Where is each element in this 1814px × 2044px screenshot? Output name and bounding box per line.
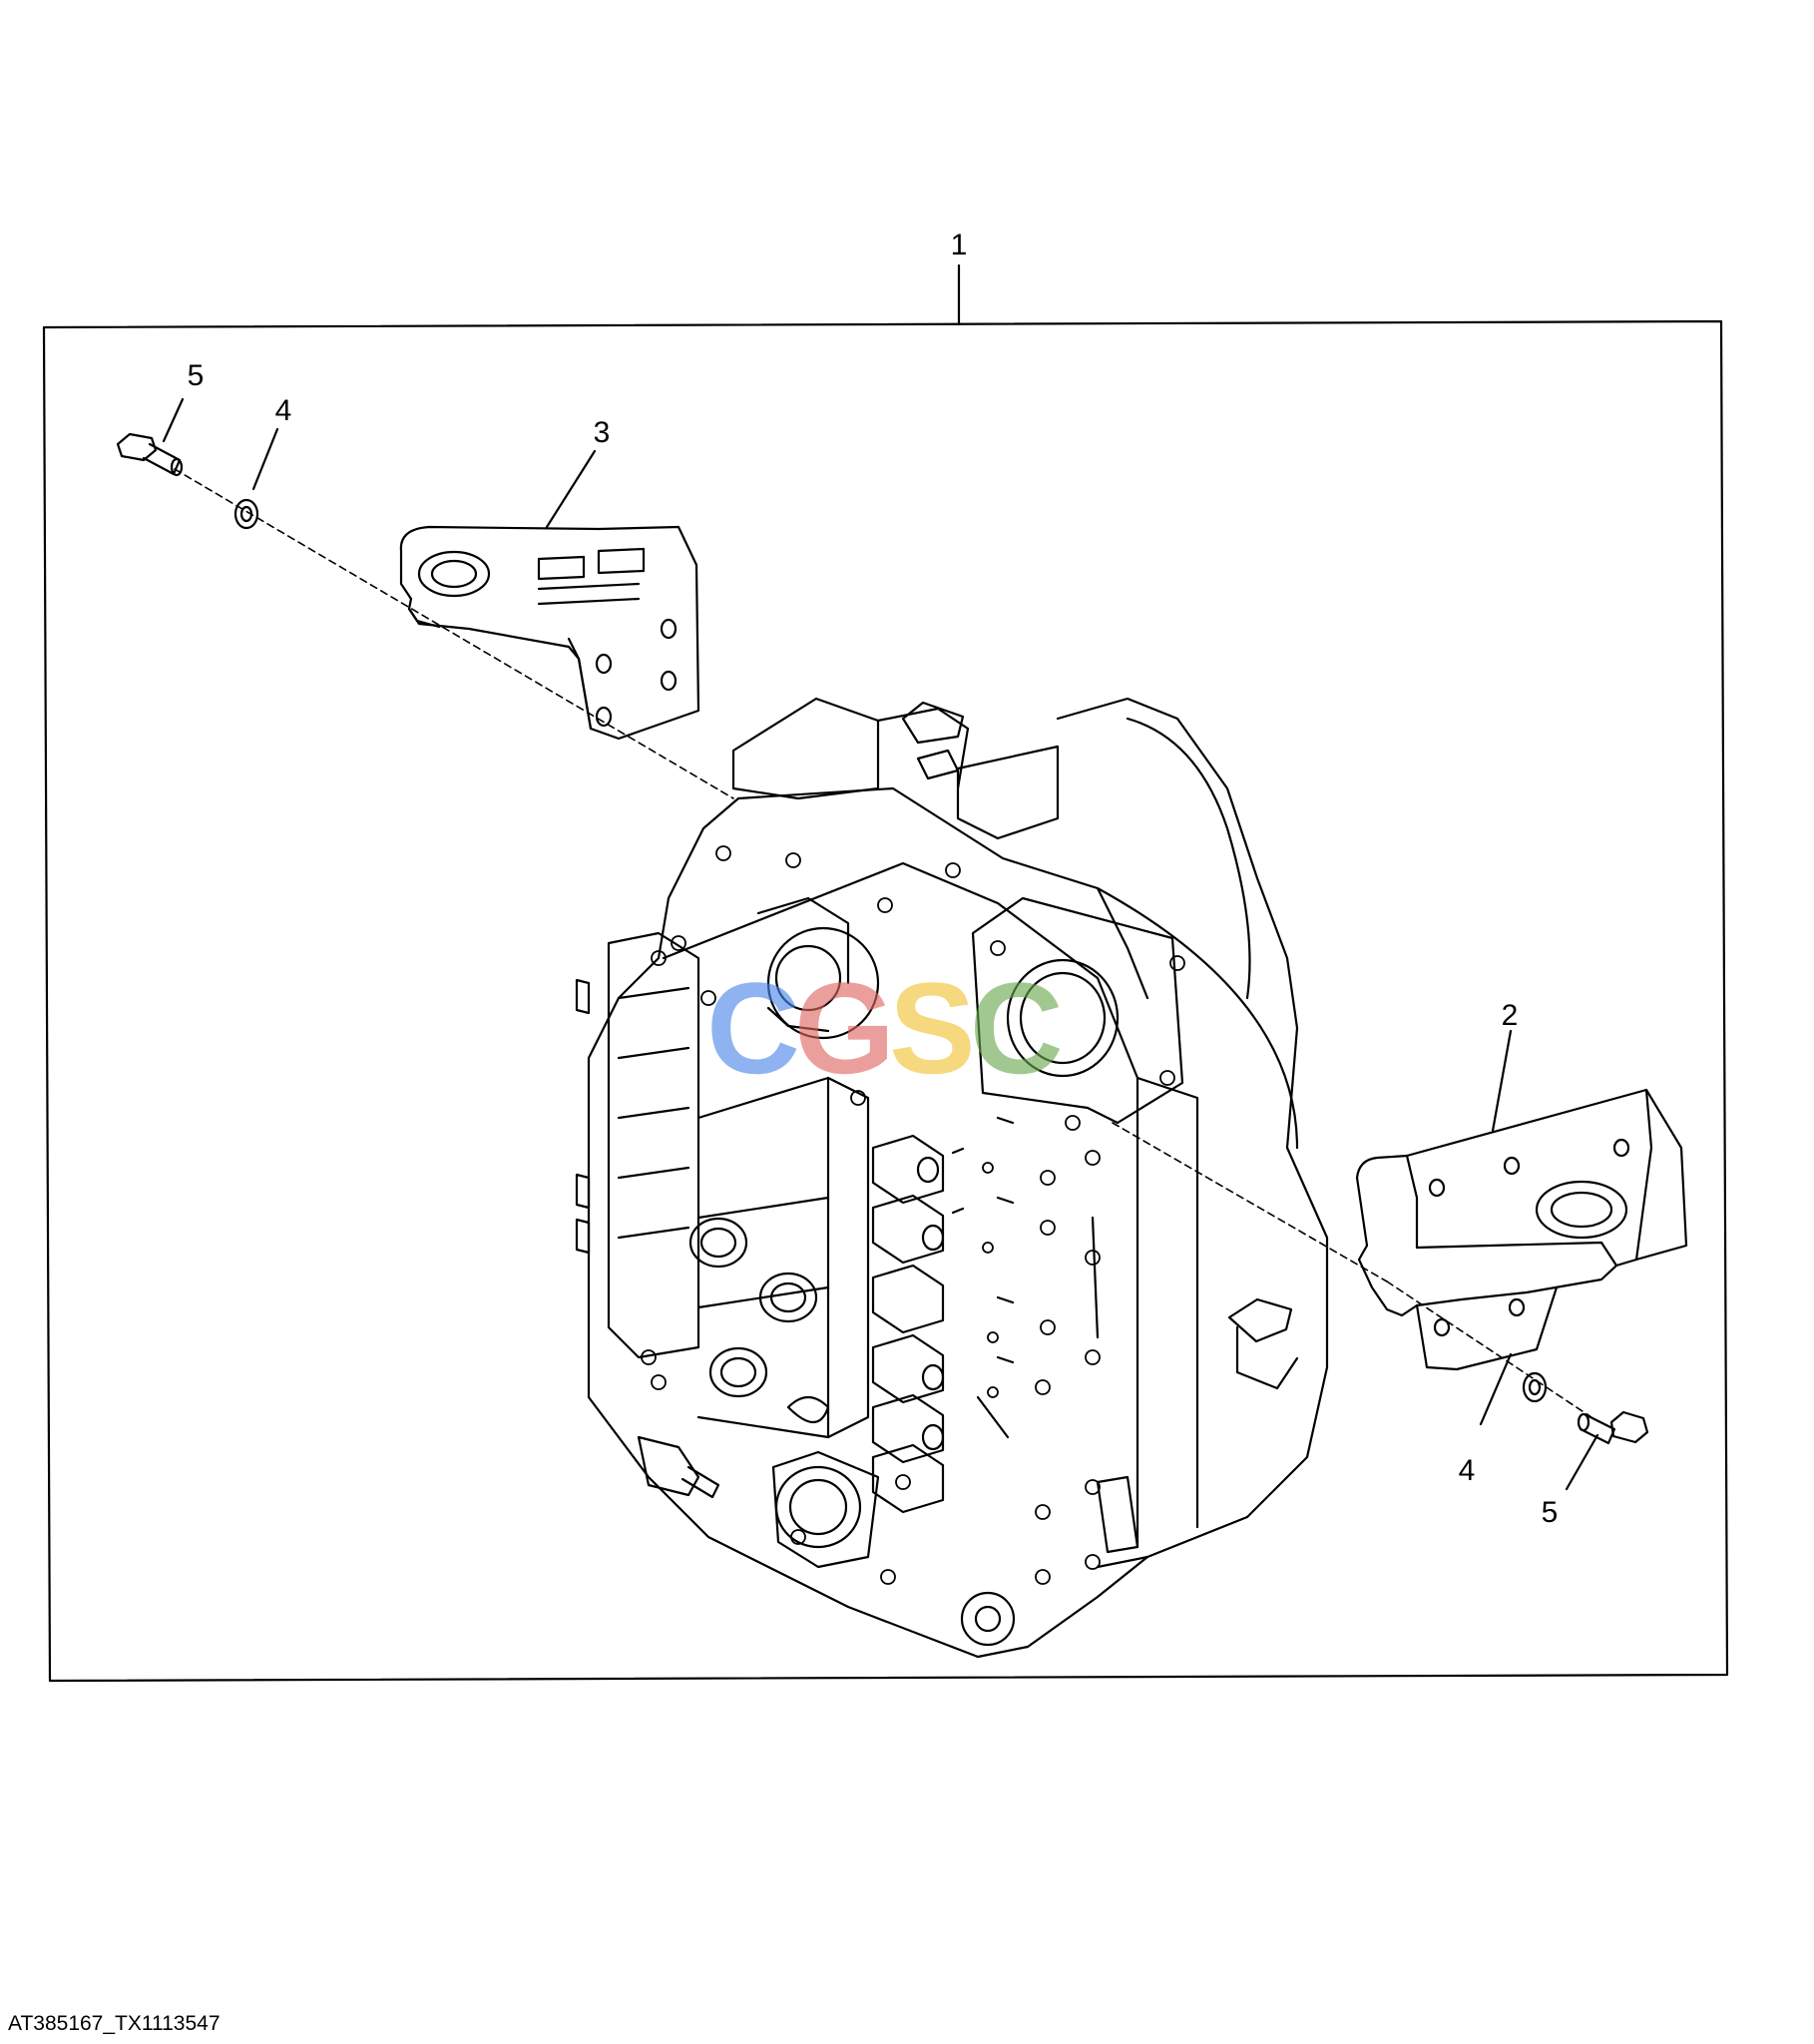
bracket-3	[399, 525, 700, 741]
bolt-5-bottom	[1577, 1410, 1649, 1445]
image-id-label: AT385167_TX1113547	[8, 2012, 221, 2035]
callout-2: 2	[1501, 999, 1519, 1032]
bolt-5-top	[116, 432, 184, 477]
watermark-letter: G	[793, 955, 895, 1101]
callout-4-bottom: 4	[1458, 1454, 1476, 1487]
callout-5-bottom: 5	[1541, 1496, 1559, 1529]
transmission-housing	[575, 697, 1329, 1659]
watermark-letter: C	[706, 955, 800, 1101]
leader-lines	[162, 397, 1599, 1491]
watermark-letter: S	[889, 955, 976, 1101]
callout-1: 1	[950, 229, 968, 261]
callout-4-top: 4	[274, 394, 292, 427]
callout-3: 3	[593, 416, 611, 449]
watermark-logo: CGSC	[706, 953, 1064, 1103]
watermark-letter: C	[969, 955, 1064, 1101]
washer-4-top	[233, 498, 259, 530]
callout-5-top: 5	[187, 359, 205, 392]
washer-4-bottom	[1522, 1371, 1548, 1403]
housing-bolts	[641, 845, 1185, 1585]
bracket-2	[1355, 1088, 1688, 1371]
assembly-frame	[42, 263, 1729, 1683]
